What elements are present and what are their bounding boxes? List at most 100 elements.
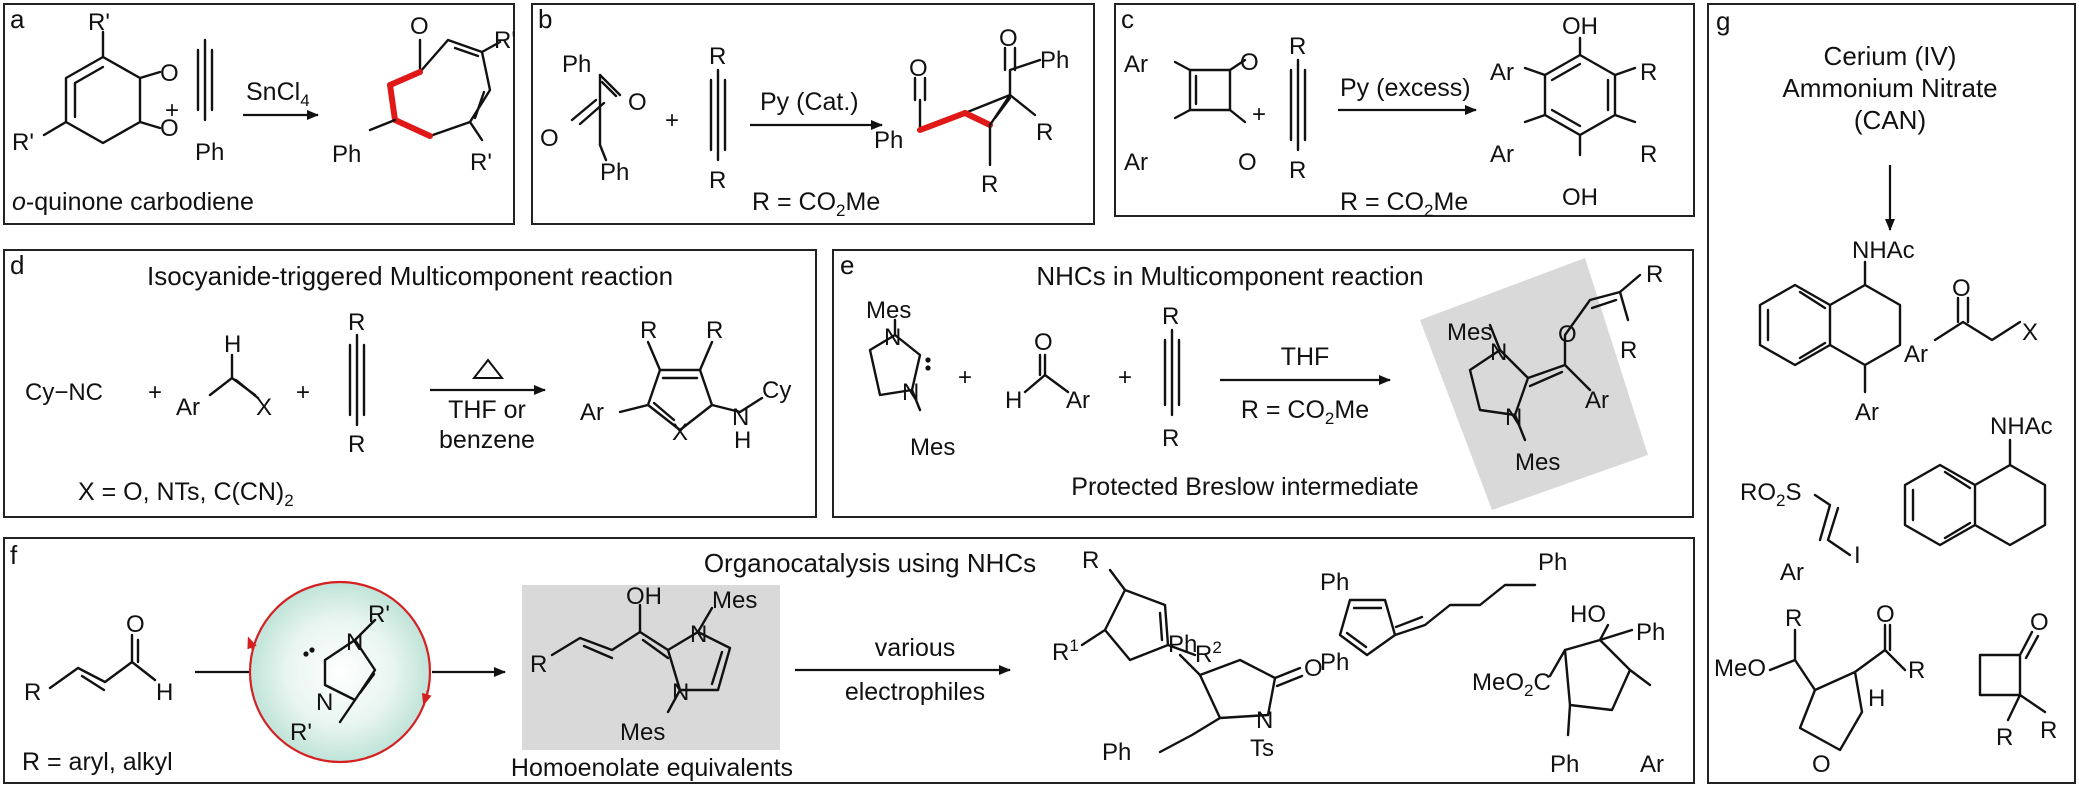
- panel-f: f Organocatalysis using NHCs R O H R = a…: [3, 537, 1695, 784]
- panel-a-label: a: [10, 4, 25, 34]
- aldehyde-structure: H Ar X: [176, 331, 272, 421]
- enal-structure: R O H: [24, 611, 173, 706]
- arrow-f-bottom: electrophiles: [845, 678, 985, 706]
- atom-cb-ar1: Ar: [1124, 51, 1148, 78]
- atom-enal-h: H: [156, 679, 173, 706]
- note-c: R = CO2Me: [1340, 188, 1468, 220]
- atom-benzil-ph2: Ph: [600, 159, 629, 186]
- atom-hi-n1: N: [690, 621, 707, 648]
- atom-g-o3: O: [1812, 751, 1831, 778]
- atom-r-prime-1: R': [88, 9, 110, 36]
- o-quinone-structure: R' R' O O: [12, 9, 179, 156]
- atom-cat-n1: N: [346, 629, 363, 656]
- atom-e-ar: Ar: [1066, 387, 1090, 414]
- panel-d-frame: [3, 249, 817, 518]
- furan-product-structure: R R Ar X N H Cy: [580, 317, 791, 454]
- atom-prod-o1: O: [909, 55, 928, 82]
- atom-fur-n: N: [732, 404, 749, 431]
- atom-benzil-o2: O: [540, 125, 559, 152]
- atom-fur-r1: R: [640, 317, 657, 344]
- atom-fur-ar: Ar: [580, 399, 604, 426]
- reagent-py-cat: Py (Cat.): [760, 88, 859, 116]
- atom-g-ro2s: RO2S: [1740, 479, 1801, 510]
- atom-benzil-o1: O: [628, 89, 647, 116]
- atom-br-mes1: Mes: [1447, 319, 1492, 346]
- atom-cb-ar2: Ar: [1124, 149, 1148, 176]
- panel-c-label: c: [1121, 4, 1134, 34]
- panel-g-frame: [1707, 3, 2076, 784]
- panel-a-frame: [3, 3, 515, 225]
- atom-hi-mes1: Mes: [712, 587, 757, 614]
- reagent-sncl4: SnCl4: [246, 78, 310, 110]
- atom-prod-r1: R: [1036, 119, 1053, 146]
- atom-nhc-mes1: Mes: [866, 297, 911, 324]
- atom-g-nhac2: NHAc: [1990, 413, 2053, 440]
- tropone-structure: O R' Ph R': [332, 13, 516, 176]
- cond-d-2: benzene: [439, 426, 535, 454]
- panel-a: a R' R' O O + Ph SnCl4: [3, 3, 516, 225]
- atom-lac-ph2: Ph: [1102, 739, 1131, 766]
- panel-d-label: d: [10, 250, 24, 280]
- heat-triangle-icon: [471, 358, 505, 379]
- panel-e-frame: [832, 249, 1694, 518]
- atom-fur-x: X: [672, 419, 688, 446]
- panel-g: g Cerium (IV) Ammonium Nitrate (CAN) NHA…: [1707, 3, 2076, 784]
- aldehyde-e-structure: O H Ar: [1005, 329, 1090, 414]
- atom-cpn-ph2: Ph: [1550, 751, 1579, 778]
- atom-g-h: H: [1868, 685, 1885, 712]
- atom-o-2: O: [160, 115, 179, 142]
- vinyl-iodide-structure: RO2S Ar I: [1740, 479, 1861, 586]
- nhc-carbene-structure: Mes N N Mes: [866, 297, 955, 461]
- atom-g-i: I: [1854, 542, 1861, 569]
- haloketone-structure: O Ar X: [1904, 275, 2038, 368]
- tetralin-nhac-structure: NHAc: [1903, 413, 2053, 547]
- can-title-2: Ammonium Nitrate: [1782, 73, 1997, 103]
- panel-c: c Ar Ar O O + R R Py (excess) R = CO2Me …: [1114, 3, 1695, 220]
- atom-enal-o: O: [126, 611, 145, 638]
- atom-fur-r2: R: [706, 317, 723, 344]
- atom-nhc-n1: N: [884, 324, 901, 351]
- atom-g-x: X: [2022, 319, 2038, 346]
- plus-e2: +: [1118, 364, 1132, 391]
- atom-cpn-ester: MeO2C: [1472, 669, 1551, 700]
- isocyanide-formula: Cy−NC: [25, 379, 103, 406]
- atom-tropone-r1: R': [494, 27, 516, 54]
- reagent-py-excess: Py (excess): [1340, 74, 1471, 102]
- atom-br-mes2: Mes: [1515, 449, 1560, 476]
- atom-cp-r: R: [1082, 547, 1099, 574]
- panel-b: b Ph O O Ph + R R Py (Cat.) R = CO2Me O …: [531, 3, 1095, 225]
- atom-d-x: X: [256, 394, 272, 421]
- cyclobutenedione-structure: Ar Ar O O: [1124, 49, 1259, 176]
- cyclobutanone-structure: O R R: [1978, 609, 2057, 751]
- atom-hi-oh: OH: [626, 583, 662, 610]
- panel-f-frame: [3, 537, 1695, 784]
- atom-e-r2: R: [1162, 425, 1179, 452]
- panel-d-title: Isocyanide-triggered Multicomponent reac…: [147, 261, 673, 291]
- thf-structure: R MeO O H R O: [1714, 601, 1925, 778]
- atom-c-alkyne-r2: R: [1289, 157, 1306, 184]
- atom-g-meo: MeO: [1714, 655, 1766, 682]
- can-title-3: (CAN): [1854, 105, 1926, 135]
- atom-d-h: H: [224, 331, 241, 358]
- atom-tropone-o: O: [410, 13, 429, 40]
- homoenolate-shaded-box: OH R Mes N N Mes: [522, 583, 780, 750]
- atom-br-r1: R: [1646, 261, 1663, 288]
- panel-f-label: f: [10, 540, 18, 570]
- panel-e-label: e: [840, 250, 854, 280]
- fulvene-structure: Ph Ph Ph: [1320, 549, 1567, 676]
- atom-cat-r2: R': [290, 719, 312, 746]
- atom-ph: Ph: [195, 139, 224, 166]
- atom-br-n1: N: [1490, 339, 1507, 366]
- atom-prod-ph2: Ph: [1040, 47, 1069, 74]
- atom-cp-r2: R2: [1195, 638, 1222, 668]
- cyclopentanol-structure: HO Ph MeO2C Ph Ar: [1472, 601, 1665, 778]
- atom-g-nhac1: NHAc: [1852, 237, 1915, 264]
- atom-fv-ph1: Ph: [1320, 569, 1349, 596]
- atom-prod-ph1: Ph: [874, 127, 903, 154]
- note-e: R = CO2Me: [1241, 396, 1369, 428]
- atom-hi-r: R: [530, 651, 547, 678]
- alkyne-e-structure: R R: [1162, 303, 1181, 452]
- note-d: X = O, NTs, C(CN)2: [78, 478, 294, 510]
- atom-g-o: O: [1952, 275, 1971, 302]
